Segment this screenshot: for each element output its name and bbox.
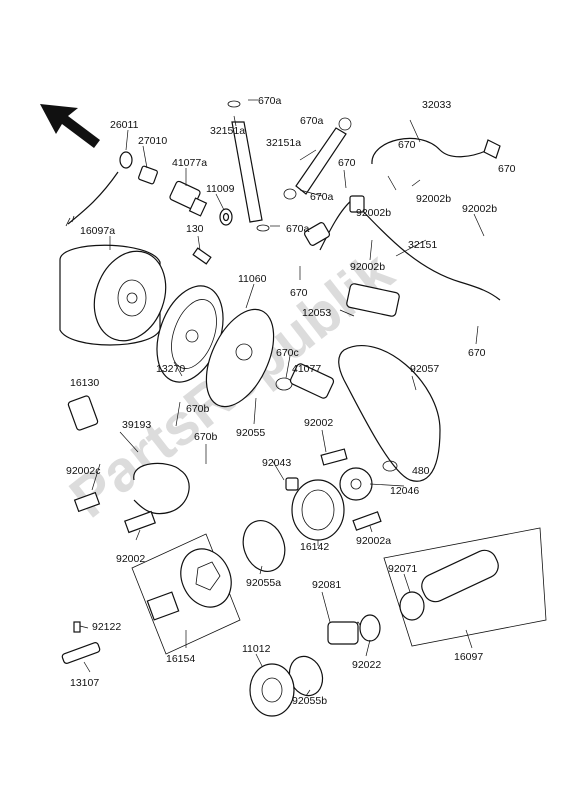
label-130: 130 xyxy=(186,223,204,235)
pipe-41077-part xyxy=(275,363,335,399)
pipe-16097-box xyxy=(383,527,547,647)
pump-rotor-16154 xyxy=(131,533,241,655)
label-41077: 41077 xyxy=(292,363,321,375)
label-670a-2: 670a xyxy=(300,115,324,127)
part-16130 xyxy=(67,395,99,431)
label-670-right2: 670 xyxy=(498,163,516,175)
label-92057: 92057 xyxy=(410,363,439,375)
label-32151a-1: 32151a xyxy=(210,125,245,137)
label-92055b: 92055b xyxy=(292,695,327,707)
label-92122: 92122 xyxy=(92,621,121,633)
label-27010: 27010 xyxy=(138,135,167,147)
label-92055: 92055 xyxy=(236,427,265,439)
label-13107: 13107 xyxy=(70,677,99,689)
label-92002-upper: 92002 xyxy=(304,417,333,429)
hose-39193 xyxy=(133,462,190,515)
label-16142: 16142 xyxy=(300,541,329,553)
label-41077a: 41077a xyxy=(172,157,207,169)
label-16154: 16154 xyxy=(166,653,195,665)
pin-92122 xyxy=(73,621,81,633)
bolt-130 xyxy=(192,247,212,265)
label-92081: 92081 xyxy=(312,579,341,591)
bolt-92002a xyxy=(352,511,382,531)
label-92002b-2: 92002b xyxy=(356,207,391,219)
chain-guide-part xyxy=(346,283,400,317)
label-92002a: 92002a xyxy=(356,535,391,547)
label-670a-4: 670a xyxy=(286,223,310,235)
label-670-mid: 670 xyxy=(338,157,356,169)
label-92002b-3: 92002b xyxy=(462,203,497,215)
label-32151a-2: 32151a xyxy=(266,137,301,149)
label-11012: 11012 xyxy=(242,643,271,655)
label-16130: 16130 xyxy=(70,377,99,389)
label-670a-top: 670a xyxy=(258,95,282,107)
gasket-11060-part xyxy=(205,308,275,408)
label-480: 480 xyxy=(412,465,430,477)
fitting-parts xyxy=(169,180,233,226)
label-92055a: 92055a xyxy=(246,577,281,589)
label-32033: 32033 xyxy=(422,99,451,111)
label-32151: 32151 xyxy=(408,239,437,251)
label-92002c: 92002c xyxy=(66,465,100,477)
oil-dipstick-part xyxy=(65,151,158,227)
label-670-right1: 670 xyxy=(398,139,416,151)
label-92002b-1: 92002b xyxy=(416,193,451,205)
label-670c: 670c xyxy=(276,347,299,359)
label-92002-lower: 92002 xyxy=(116,553,145,565)
housing-13270-part xyxy=(156,285,224,383)
label-92071: 92071 xyxy=(388,563,417,575)
label-26011: 26011 xyxy=(110,119,139,131)
leader-lines xyxy=(79,99,485,697)
bolt-92002 xyxy=(124,510,156,534)
label-12046: 12046 xyxy=(390,485,419,497)
spring-92081 xyxy=(327,614,381,645)
label-16097a: 16097a xyxy=(80,225,115,237)
label-670-left: 670 xyxy=(290,287,308,299)
oil-pump-16142 xyxy=(285,477,345,541)
label-92002b-4: 92002b xyxy=(350,261,385,273)
label-670b-2: 670b xyxy=(194,431,218,443)
circlip-480 xyxy=(382,460,398,472)
drive-chain-part xyxy=(338,345,441,482)
label-92022: 92022 xyxy=(352,659,381,671)
front-arrow-icon xyxy=(40,104,100,148)
oil-pipe-assembly xyxy=(303,137,501,301)
label-12053: 12053 xyxy=(302,307,331,319)
label-11009: 11009 xyxy=(206,183,235,195)
o-ring-92055a xyxy=(242,520,286,572)
label-92043: 92043 xyxy=(262,457,291,469)
label-670-bottom-right: 670 xyxy=(468,347,486,359)
shaft-13107 xyxy=(61,642,101,664)
oil-pipe-part xyxy=(227,100,352,232)
bolt-92002-upper xyxy=(320,448,348,466)
drain-plug-11012 xyxy=(249,663,295,717)
label-13270: 13270 xyxy=(156,363,185,375)
label-16097: 16097 xyxy=(454,651,483,663)
label-11060: 11060 xyxy=(238,273,267,285)
oil-filter-part xyxy=(59,244,167,346)
part-labels: 26011 27010 41077a 11009 16097a 130 1106… xyxy=(66,95,516,707)
sprocket-12046-part xyxy=(339,467,373,501)
label-670a-3: 670a xyxy=(310,191,334,203)
bolt-92002c xyxy=(73,491,101,513)
label-39193: 39193 xyxy=(122,419,151,431)
label-670b-1: 670b xyxy=(186,403,210,415)
